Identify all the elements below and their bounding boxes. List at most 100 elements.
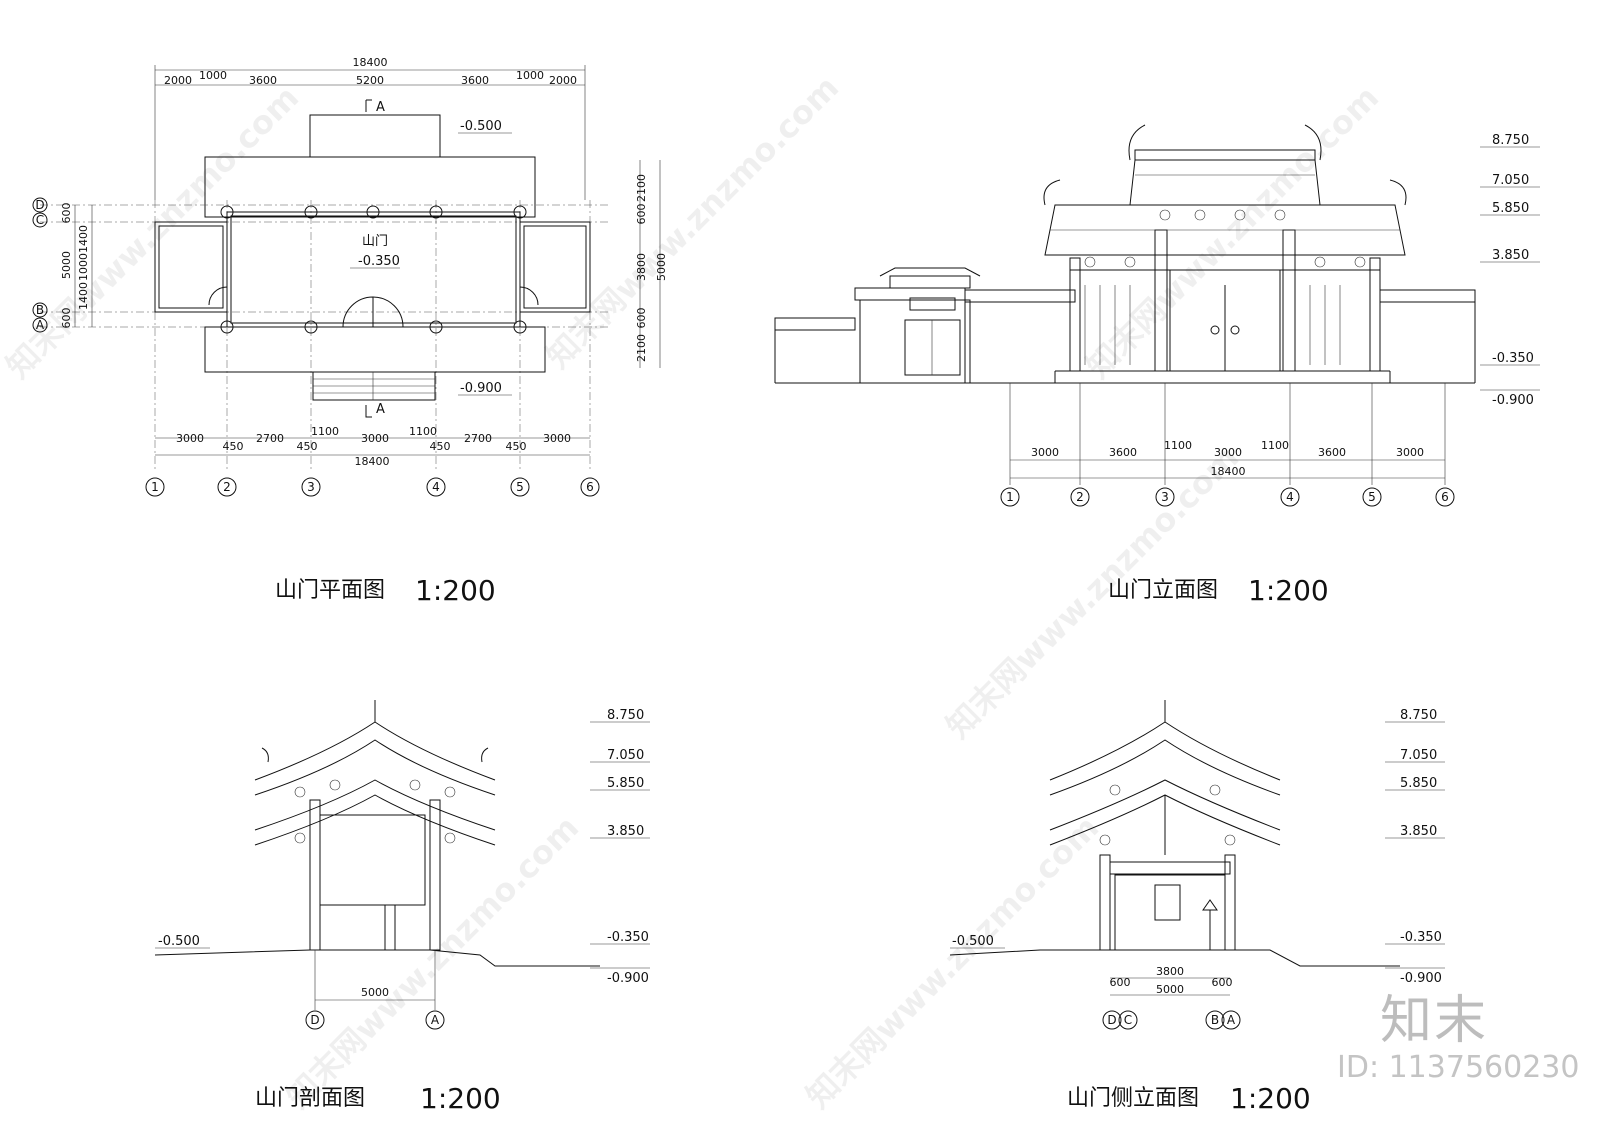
plan-room-label: 山门 <box>362 234 388 249</box>
elev-dim: 3000 <box>1396 446 1424 459</box>
plan-dim-right: 2100 <box>635 334 648 362</box>
level: 5.850 <box>607 776 644 791</box>
axis-label: 2 <box>1076 490 1084 504</box>
plan-level-inside: -0.350 <box>358 254 400 269</box>
axis-label: 6 <box>586 480 594 494</box>
watermark-text: 知末网www.znzmo.com <box>279 808 586 1115</box>
plan-axis-y: D C B A <box>32 197 48 333</box>
elev-dim: 3600 <box>1109 446 1137 459</box>
axis-label: 3 <box>307 480 315 494</box>
plan-dim-top: 2000 <box>549 74 577 87</box>
plan-dim-top: 1000 <box>516 69 544 82</box>
plan-dim-top: 5200 <box>356 74 384 87</box>
plan-dim-left: 1400 <box>77 225 90 253</box>
axis-label: 5 <box>516 480 524 494</box>
plan-dim-bottom: 450 <box>430 440 451 453</box>
level: 7.050 <box>1400 748 1437 763</box>
side-scale: 1:200 <box>1230 1082 1311 1115</box>
side-dim: 600 <box>1212 976 1233 989</box>
watermark-text: 知末网www.znzmo.com <box>799 808 1106 1115</box>
plan-level-bottom: -0.900 <box>460 381 502 396</box>
plan-dim-bottom: 2700 <box>464 432 492 445</box>
level: 8.750 <box>607 708 644 723</box>
plan-dim-bottom: 450 <box>223 440 244 453</box>
plan-dim-top: 3600 <box>461 74 489 87</box>
level: 7.050 <box>1492 173 1529 188</box>
elev-dim: 1100 <box>1164 439 1192 452</box>
axis-label: A <box>1227 1013 1236 1027</box>
axis-label: D <box>1107 1013 1116 1027</box>
plan-dim-bottom: 2700 <box>256 432 284 445</box>
axis-label: D <box>35 198 44 212</box>
plan-dim-bottom: 3000 <box>543 432 571 445</box>
side-caption: 山门侧立面图 <box>1067 1086 1199 1111</box>
plan-dim-bottom: 450 <box>297 440 318 453</box>
axis-label: 1 <box>1006 490 1014 504</box>
section-mark-bottom: A <box>376 402 385 417</box>
axis-label: C <box>36 213 44 227</box>
level: -0.500 <box>158 934 200 949</box>
axis-label: 1 <box>151 480 159 494</box>
plan-dim-left: 600 <box>60 203 73 224</box>
brand-logo: 知末 <box>1380 991 1489 1051</box>
plan-caption: 山门平面图 <box>275 578 385 603</box>
plan-dim-left-total: 5000 <box>60 251 73 279</box>
watermark-text: 知末网www.znzmo.com <box>0 78 306 385</box>
axis-label: 6 <box>1441 490 1449 504</box>
plan-dim-bottom: 3000 <box>176 432 204 445</box>
axis-label: 4 <box>1286 490 1294 504</box>
axis-label: 5 <box>1368 490 1376 504</box>
plan-total-bottom: 18400 <box>355 455 390 468</box>
level: 7.050 <box>607 748 644 763</box>
plan-dim-right: 2100 <box>635 174 648 202</box>
axis-label: D <box>310 1013 319 1027</box>
level: 8.750 <box>1400 708 1437 723</box>
level: 5.850 <box>1400 776 1437 791</box>
section-span: 5000 <box>361 986 389 999</box>
plan-level-top: -0.500 <box>460 119 502 134</box>
plan-dim-right-total: 5000 <box>655 253 668 281</box>
level: -0.350 <box>607 930 649 945</box>
elev-axis: 1 2 3 4 5 6 <box>1000 487 1455 507</box>
axis-label: 4 <box>432 480 440 494</box>
level: -0.900 <box>607 971 649 986</box>
level: 3.850 <box>1400 824 1437 839</box>
plan-dim-right: 600 <box>635 308 648 329</box>
plan-dim-top: 1000 <box>199 69 227 82</box>
elev-levels: 8.750 7.050 5.850 3.850 -0.350 -0.900 <box>1480 133 1540 408</box>
plan-dim-bottom: 450 <box>506 440 527 453</box>
plan-dim-right: 600 <box>635 204 648 225</box>
plan-dim-bottom: 3000 <box>361 432 389 445</box>
plan-total-top: 18400 <box>353 56 388 69</box>
floor-plan: 18400 2000 1000 3600 5200 3600 1000 2000 <box>32 56 668 607</box>
plan-dim-top: 3600 <box>249 74 277 87</box>
side-dim: 3800 <box>1156 965 1184 978</box>
plan-axis-x: 1 2 3 4 5 6 <box>145 477 600 497</box>
elev-dim: 1100 <box>1261 439 1289 452</box>
elev-dim: 3600 <box>1318 446 1346 459</box>
side-total: 5000 <box>1156 983 1184 996</box>
level: -0.900 <box>1492 393 1534 408</box>
section-caption: 山门剖面图 <box>255 1086 365 1111</box>
axis-label: 2 <box>223 480 231 494</box>
axis-label: C <box>1124 1013 1132 1027</box>
axis-label: A <box>36 318 45 332</box>
level: -0.900 <box>1400 971 1442 986</box>
plan-dim-left: 1400 <box>77 282 90 310</box>
axis-label: B <box>1211 1013 1219 1027</box>
plan-scale: 1:200 <box>415 574 496 607</box>
elev-dim: 3000 <box>1031 446 1059 459</box>
axis-label: B <box>36 303 44 317</box>
axis-label: 3 <box>1161 490 1169 504</box>
elev-total: 18400 <box>1211 465 1246 478</box>
section-mark-top: A <box>376 100 385 115</box>
plan-dim-top: 2000 <box>164 74 192 87</box>
plan-dim-left: 600 <box>60 308 73 329</box>
section-scale: 1:200 <box>420 1082 501 1115</box>
axis-label: A <box>431 1013 440 1027</box>
plan-dim-left: 1000 <box>77 253 90 281</box>
front-elevation: 8.750 7.050 5.850 3.850 -0.350 -0.900 30… <box>774 124 1540 607</box>
level: -0.350 <box>1492 351 1534 366</box>
image-id: ID: 1137560230 <box>1337 1050 1580 1085</box>
level: 3.850 <box>1492 248 1529 263</box>
